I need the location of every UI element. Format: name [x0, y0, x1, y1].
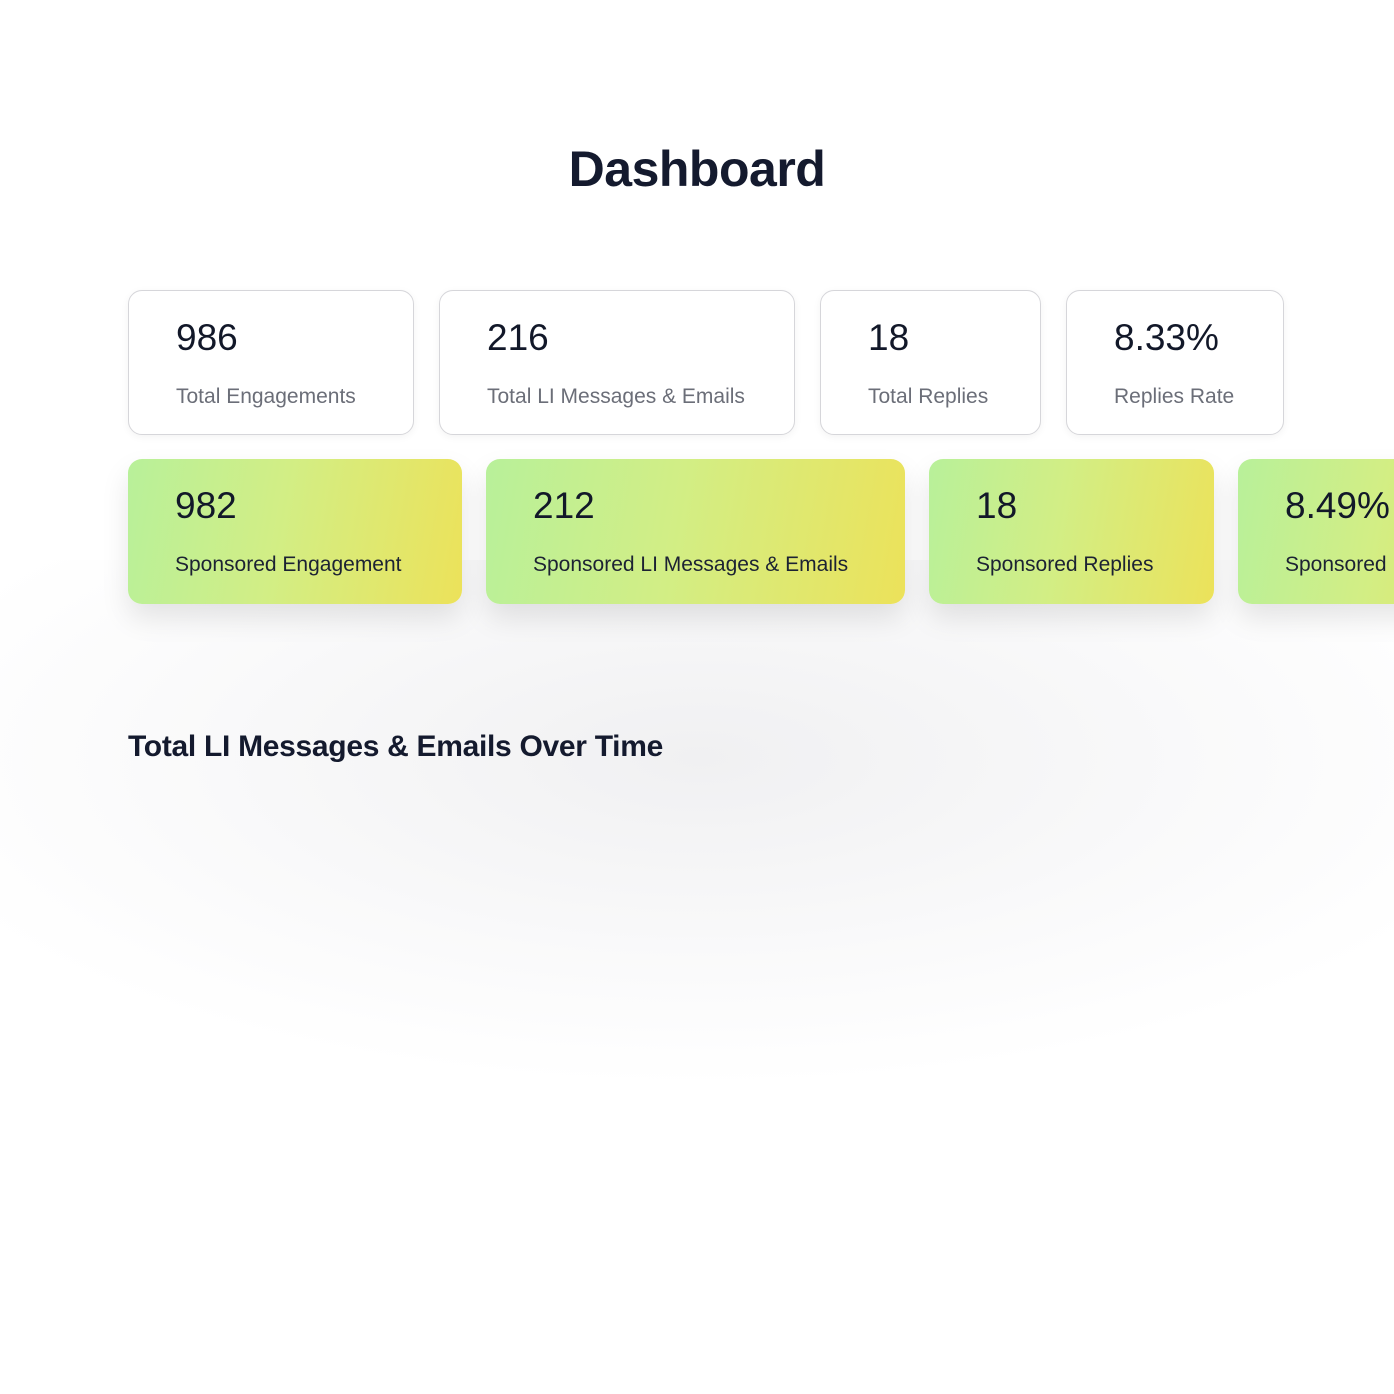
stat-value: 18: [868, 317, 910, 358]
stat-label: Sponsored Replies: [976, 553, 1154, 576]
stat-label: Total Replies: [868, 385, 989, 408]
stat-value: 18: [976, 485, 1018, 526]
stat-label: Sponsored: [1285, 553, 1387, 576]
stat-value: 986: [176, 317, 238, 358]
stat-card-sponsored-messages-emails: 212 Sponsored LI Messages & Emails: [486, 459, 905, 604]
stat-label: Replies Rate: [1114, 385, 1235, 408]
page-title: Dashboard: [568, 141, 826, 197]
stat-card-replies-rate: 8.33% Replies Rate: [1066, 290, 1284, 435]
stat-value: 8.49%: [1285, 485, 1390, 526]
stat-card-sponsored-engagement: 982 Sponsored Engagement: [128, 459, 462, 604]
stat-value: 212: [533, 485, 595, 526]
stat-card-total-replies: 18 Total Replies: [820, 290, 1041, 435]
stat-label: Total Engagements: [176, 385, 356, 408]
stat-card-sponsored-replies: 18 Sponsored Replies: [929, 459, 1214, 604]
chart-section-title: Total LI Messages & Emails Over Time: [128, 730, 663, 763]
stat-label: Sponsored LI Messages & Emails: [533, 553, 849, 576]
stat-value: 8.33%: [1114, 317, 1219, 358]
stat-label: Sponsored Engagement: [175, 553, 402, 576]
stat-label: Total LI Messages & Emails: [487, 385, 745, 408]
stat-value: 982: [175, 485, 237, 526]
stat-card-total-engagements: 986 Total Engagements: [128, 290, 414, 435]
chart-area: [128, 800, 1394, 1300]
stat-value: 216: [487, 317, 549, 358]
stat-card-total-messages-emails: 216 Total LI Messages & Emails: [439, 290, 795, 435]
stat-card-sponsored-rate: 8.49% Sponsored: [1238, 459, 1394, 604]
